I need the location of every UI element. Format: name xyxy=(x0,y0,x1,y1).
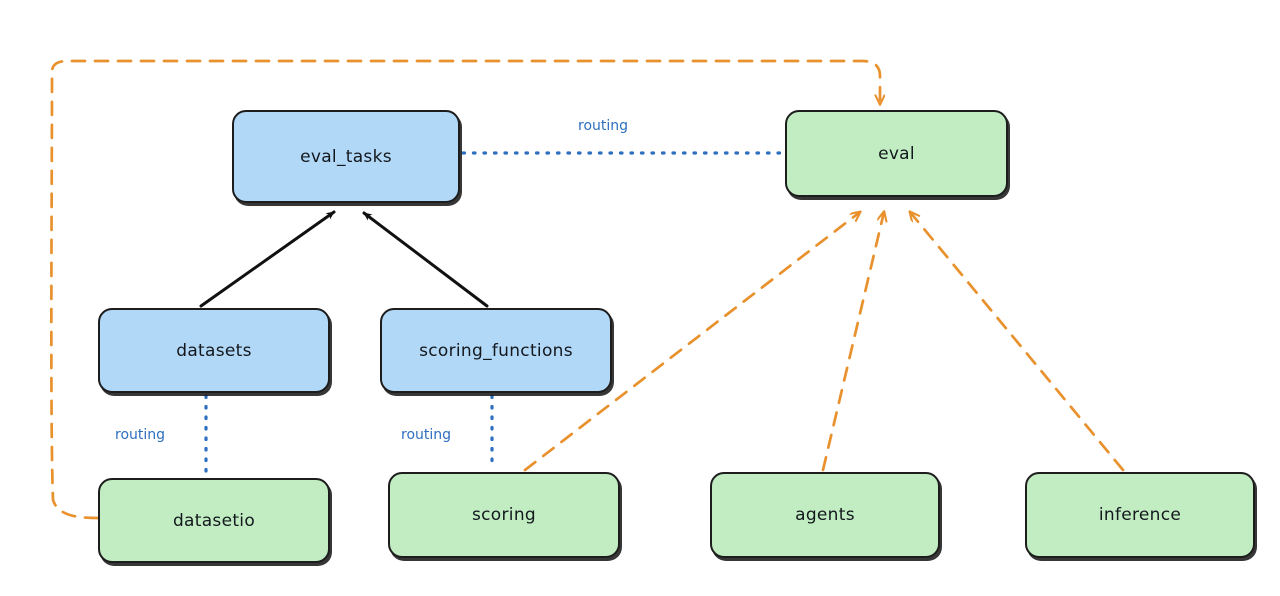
node-eval-tasks[interactable]: eval_tasks xyxy=(232,110,460,203)
node-label-datasetio: datasetio xyxy=(172,510,256,531)
node-label-eval-tasks: eval_tasks xyxy=(300,146,392,167)
edge-label-routing-eval: routing xyxy=(575,118,632,134)
edge-label-routing-scoring: routing xyxy=(398,427,455,443)
node-label-scoring: scoring xyxy=(472,505,536,525)
edge-scoring-to-eval xyxy=(523,212,860,472)
node-label-agents: agents xyxy=(795,505,855,525)
node-scoring[interactable]: scoring xyxy=(388,472,620,558)
node-scoring-functions[interactable]: scoring_functions xyxy=(380,308,612,393)
node-inference[interactable]: inference xyxy=(1025,472,1255,558)
edge-datasetio-to-eval xyxy=(49,59,880,520)
edge-inference-to-eval xyxy=(910,212,1125,472)
node-label-datasets: datasets xyxy=(176,340,252,361)
node-label-inference: inference xyxy=(1098,505,1182,525)
node-agents[interactable]: agents xyxy=(710,472,940,558)
node-label-scoring-functions: scoring_functions xyxy=(419,340,573,361)
edge-datasets-to-eval-tasks xyxy=(199,210,336,308)
node-datasets[interactable]: datasets xyxy=(98,308,330,393)
node-datasetio[interactable]: datasetio xyxy=(98,478,330,563)
edge-label-routing-datasetio: routing xyxy=(112,427,169,443)
node-eval[interactable]: eval xyxy=(785,110,1008,197)
edge-scoring-functions-to-eval-tasks xyxy=(362,211,489,308)
edge-agents-to-eval xyxy=(821,212,884,472)
node-label-eval: eval xyxy=(878,143,915,164)
